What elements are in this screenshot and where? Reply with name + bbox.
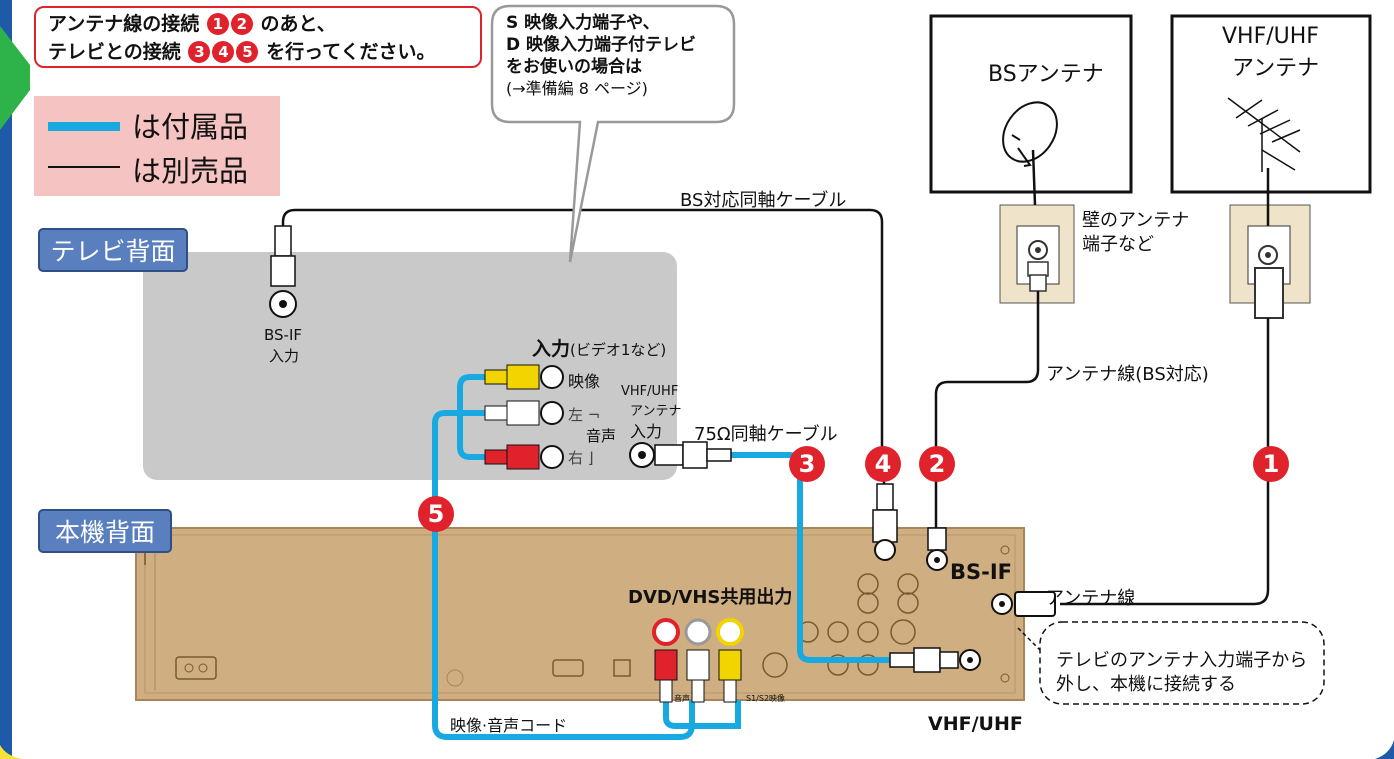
wall-outlet-bs [999,204,1075,304]
callout-line1-suffix: のあと、 [260,13,336,35]
wall-outlet-label-1: 壁のアンテナ [1082,210,1190,231]
video-label: 映像 [568,372,601,391]
legend-sold-separately: は別売品 [132,154,249,188]
bubble-line3: をお使いの場合は [506,57,642,77]
step-number-1: 1 [206,13,229,35]
note-line2: 外し、本機に接続する [1056,674,1236,695]
marker-5: 5 [418,496,454,532]
marker-3: 3 [789,446,825,482]
satellite-dish-icon [1002,101,1058,167]
tv-vhf-input [629,441,732,469]
left-label-text: 左 [568,406,584,424]
audio-label: 音声 [586,427,617,445]
bs-antenna-label: BSアンテナ [988,62,1104,87]
bs-if-plug [269,225,297,318]
coax-75-label: 75Ω同軸ケーブル [694,424,838,445]
callout-line2-suffix: を行ってください。 [266,41,436,63]
marker-4: 4 [865,446,901,482]
bs-if-input-label-2: 入力 [269,347,300,365]
speech-bubble: S 映像入力端子や、 D 映像入力端子付テレビ をお使いの場合は (→準備編 8… [506,12,736,100]
antenna-line-label: アンテナ線 [1046,588,1136,609]
legend-included: は付属品 [132,110,249,144]
bubble-line2: D 映像入力端子付テレビ [506,35,697,55]
wall-outlet-vhf [1229,204,1311,319]
tv-rca-plugs [484,364,564,470]
step-number-5: 5 [236,41,259,63]
bs-cable-label: BS対応同軸ケーブル [680,190,847,211]
left-bar [0,0,12,759]
vhf-antenna-label-1: VHF/UHF [1222,24,1319,49]
unit-back-label: 本機背面 [38,509,172,553]
input-subtitle: (ビデオ1など) [570,341,667,359]
wall-outlet-label-2: 端子など [1082,234,1154,255]
antenna-bs-label: アンテナ線(BS対応) [1046,364,1209,385]
s-video-small-label: S1/S2映像 [746,694,786,703]
input-title-text: 入力 [532,338,571,360]
vhf-input-label-3: 入力 [630,422,663,441]
audio-small-label: 音声 [674,694,690,703]
note-line1: テレビのアンテナ入力端子から [1056,650,1308,671]
recorder-body [135,527,1025,701]
vhf-antenna-icon [1227,97,1301,172]
unit-antenna-in [991,591,1056,617]
left-label: 左 ¬ [568,406,601,424]
right-label-text: 右 [568,449,584,467]
note-box [1039,621,1325,705]
dvd-vhs-output-label: DVD/VHS共用出力 [628,587,793,608]
included-cables [432,374,890,740]
step-number-4: 4 [212,41,235,63]
marker-1: 1 [1253,446,1289,482]
marker-2: 2 [919,446,955,482]
legend-black-swatch [48,166,120,168]
av-cord-label: 映像·音声コード [450,716,568,735]
unit-rca-output [652,618,744,703]
callout-line2-text: テレビとの接続 [48,41,181,63]
legend: は付属品 は別売品 [34,96,280,196]
legend-blue-swatch [48,122,120,131]
vhf-antenna-box [1170,14,1372,194]
speech-bubble-shape [490,4,736,263]
unit-vhf-out [889,647,981,673]
tv-back-label: テレビ背面 [38,228,188,272]
right-label: 右 ⌋ [568,449,594,467]
callout-line1-text: アンテナ線の接続 [48,13,200,35]
bubble-line4: (→準備編 8 ページ) [506,79,648,98]
vhf-input-label-2: アンテナ [630,404,682,419]
bs-if-input-label-1: BS-IF [264,326,303,344]
arrow-icon [0,26,30,130]
bubble-line1: S 映像入力端子や、 [506,13,660,33]
input-title: 入力(ビデオ1など) [532,334,666,361]
step-number-3: 3 [188,41,211,63]
bs-if-unit-label: BS-IF [950,560,1013,584]
vhf-antenna-label-2: アンテナ [1232,56,1320,81]
unit-top-plugs [872,483,948,571]
step-number-2: 2 [230,13,253,35]
sold-separately-cables [281,149,1270,606]
vhf-uhf-unit-label: VHF/UHF [928,713,1023,735]
vhf-input-label-1: VHF/UHF [621,384,679,399]
